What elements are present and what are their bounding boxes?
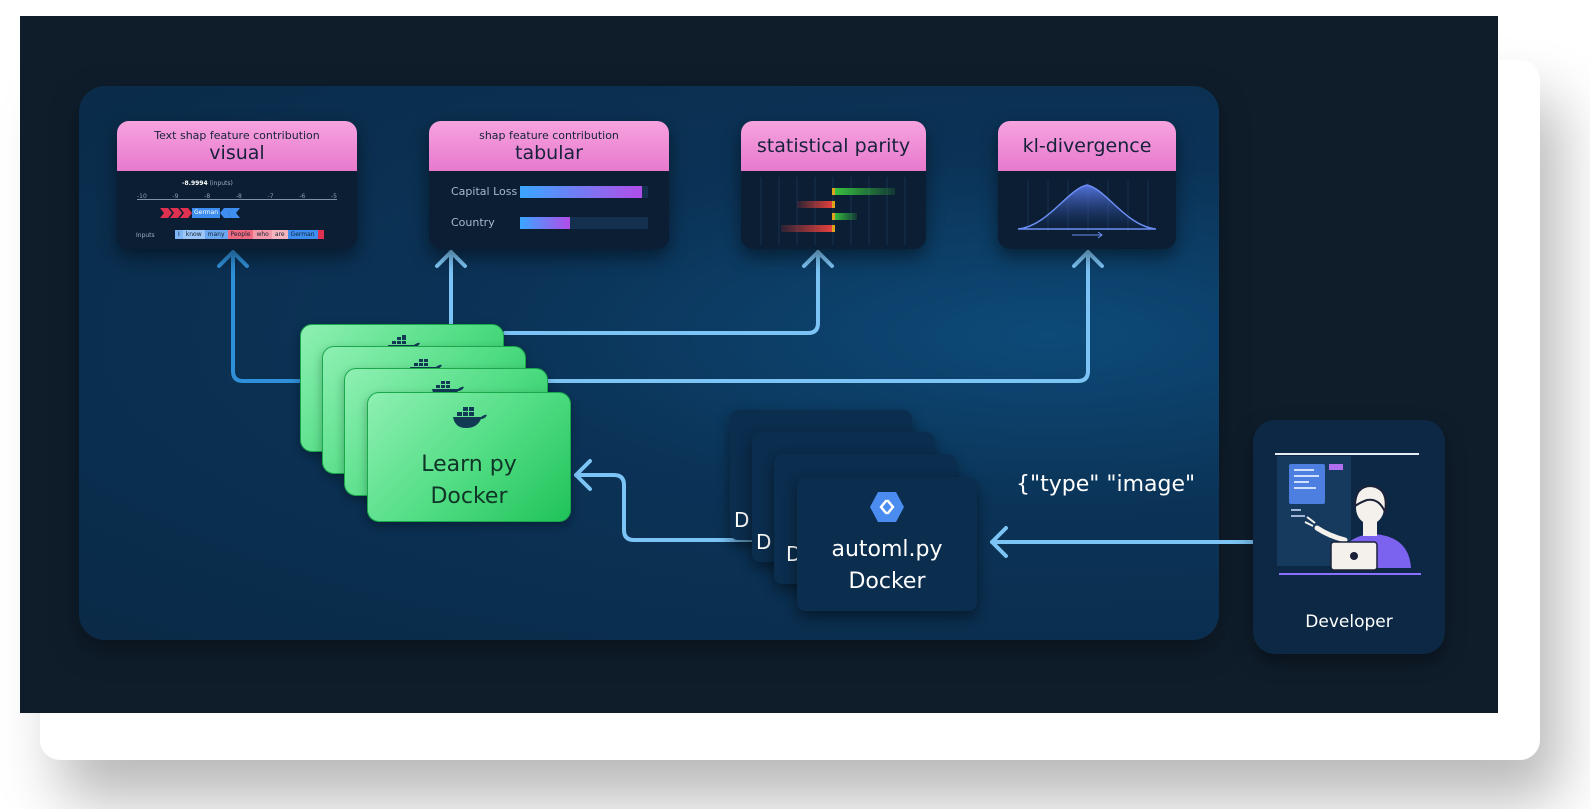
tabular-card-title: tabular xyxy=(515,141,583,164)
token: People xyxy=(227,230,254,239)
parity-card-title: statistical parity xyxy=(756,135,911,157)
request-payload-label: {"type" "image" xyxy=(1016,472,1196,497)
kl-card: kl-divergence xyxy=(998,121,1176,249)
token: know xyxy=(182,230,205,239)
token: I xyxy=(175,230,183,239)
automl-docker-line2: Docker xyxy=(848,569,926,594)
token-end xyxy=(317,230,324,239)
developer-illustration xyxy=(1275,453,1421,575)
automl-peek-letter: D xyxy=(734,508,750,532)
tabular-card-subtitle: shap feature contribution xyxy=(479,128,619,142)
token: many xyxy=(204,230,228,239)
kl-curve xyxy=(1017,184,1157,230)
axis-tick: -5 xyxy=(330,193,337,200)
docker-whale-icon xyxy=(453,407,487,428)
feature-label: Capital Loss xyxy=(451,185,518,198)
visual-card-header: Text shap feature contribution visual xyxy=(117,121,357,171)
automl-peek-letter: D xyxy=(756,530,772,554)
visual-card: Text shap feature contribution visual -8… xyxy=(117,121,357,249)
axis-tick: -10 xyxy=(137,193,147,200)
token: German xyxy=(287,230,318,239)
learn-docker-line2: Docker xyxy=(430,484,508,509)
kl-direction-arrow xyxy=(1072,231,1103,239)
feature-bar xyxy=(520,217,570,229)
feature-track xyxy=(520,186,648,198)
axis-tick: -6 xyxy=(299,193,306,200)
axis-tick: -8 xyxy=(235,193,242,200)
axis-tick: -9 xyxy=(172,193,179,200)
parity-chart xyxy=(760,177,906,245)
cloud-function-icon xyxy=(870,492,904,522)
feature-track xyxy=(520,217,648,229)
learn-docker-card: Learn py Docker xyxy=(367,392,571,522)
token: are xyxy=(271,230,288,239)
force-value: -8.9994 (inputs) xyxy=(182,180,233,187)
visual-card-subtitle: Text shap feature contribution xyxy=(154,128,320,142)
force-axis xyxy=(137,199,337,200)
axis-tick: -8 xyxy=(204,193,211,200)
developer-label: Developer xyxy=(1305,612,1393,632)
kl-card-header: kl-divergence xyxy=(998,121,1176,171)
parity-card: statistical parity xyxy=(741,121,926,249)
parity-card-header: statistical parity xyxy=(741,121,926,171)
learn-docker-line1: Learn py xyxy=(421,452,517,477)
feature-bars: Capital Loss Country xyxy=(429,171,669,249)
automl-docker-line1: automl.py xyxy=(831,537,943,562)
visual-card-title: visual xyxy=(209,141,265,164)
axis-tick: -7 xyxy=(267,193,274,200)
shap-force-plot: -8.9994 (inputs) -10 -9 -8 -8 -7 -6 -5 G… xyxy=(117,171,357,249)
tabular-card: shap feature contribution tabular Capita… xyxy=(429,121,669,249)
automl-docker-card: automl.py Docker xyxy=(797,477,977,611)
force-axis-ticks: -10 -9 -8 -8 -7 -6 -5 xyxy=(137,193,337,200)
kl-card-title: kl-divergence xyxy=(1022,135,1152,157)
token: who xyxy=(253,230,272,239)
feature-label: Country xyxy=(451,216,495,229)
feature-bar xyxy=(520,186,642,198)
tabular-card-header: shap feature contribution tabular xyxy=(429,121,669,171)
force-bar xyxy=(160,208,240,218)
kl-curve-chart xyxy=(1017,181,1157,239)
inputs-label: Inputs xyxy=(136,232,155,239)
input-tokens: I know many People who are German xyxy=(175,230,324,239)
developer-card: Developer xyxy=(1253,420,1445,654)
force-bar-label: German xyxy=(194,209,219,216)
